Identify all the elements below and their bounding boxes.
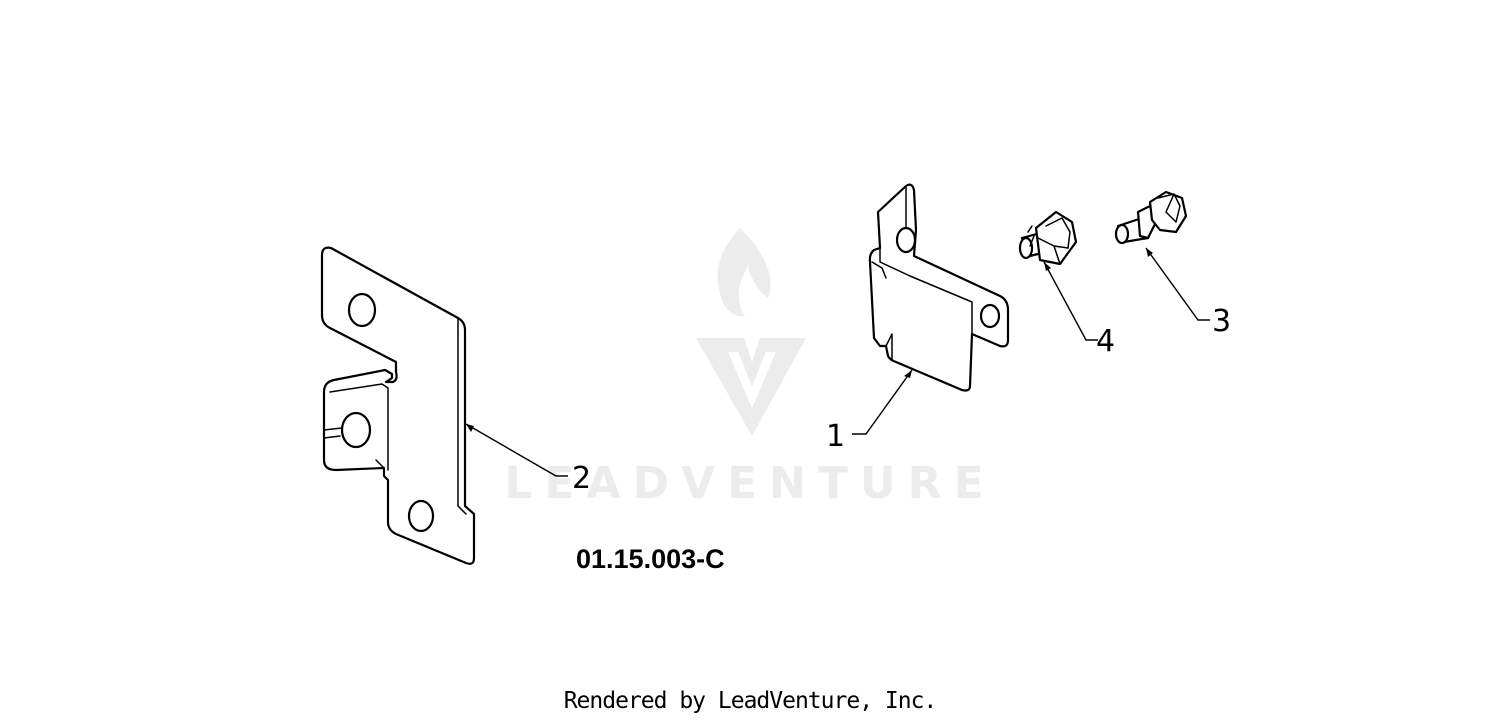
callout-2: 2 — [572, 461, 591, 496]
part-4-flange-nut — [1018, 210, 1078, 266]
part-1-bracket — [868, 183, 1010, 392]
callout-1: 1 — [826, 419, 845, 454]
leader-3 — [1145, 247, 1210, 321]
leader-1-arrowhead — [904, 370, 912, 378]
leader-4-arrowhead — [1044, 262, 1051, 271]
watermark: LEADVENTURE — [504, 228, 995, 509]
callout-4: 4 — [1096, 324, 1115, 359]
part-2-bracket — [320, 246, 476, 565]
leader-3-arrowhead — [1146, 248, 1153, 257]
leader-2 — [465, 423, 568, 477]
bracket-2-hole-bottom — [407, 499, 435, 533]
leader-4 — [1043, 261, 1098, 341]
watermark-text: LEADVENTURE — [504, 458, 995, 509]
leader-lines — [465, 247, 1210, 477]
leader-1 — [852, 369, 913, 435]
bracket-1-hole-side — [979, 303, 1001, 329]
diagram-id: 01.15.003-C — [576, 544, 725, 574]
bracket-2-hole-top — [347, 292, 377, 328]
footer-credit: Rendered by LeadVenture, Inc. — [563, 688, 938, 714]
part-3-flange-bolt — [1114, 190, 1188, 245]
flame-v-logo-icon — [696, 228, 806, 436]
callout-3: 3 — [1212, 304, 1231, 339]
leader-2-arrowhead — [466, 424, 474, 432]
bracket-1-hole-top — [895, 226, 917, 254]
bracket-2-hole-middle — [340, 411, 372, 449]
